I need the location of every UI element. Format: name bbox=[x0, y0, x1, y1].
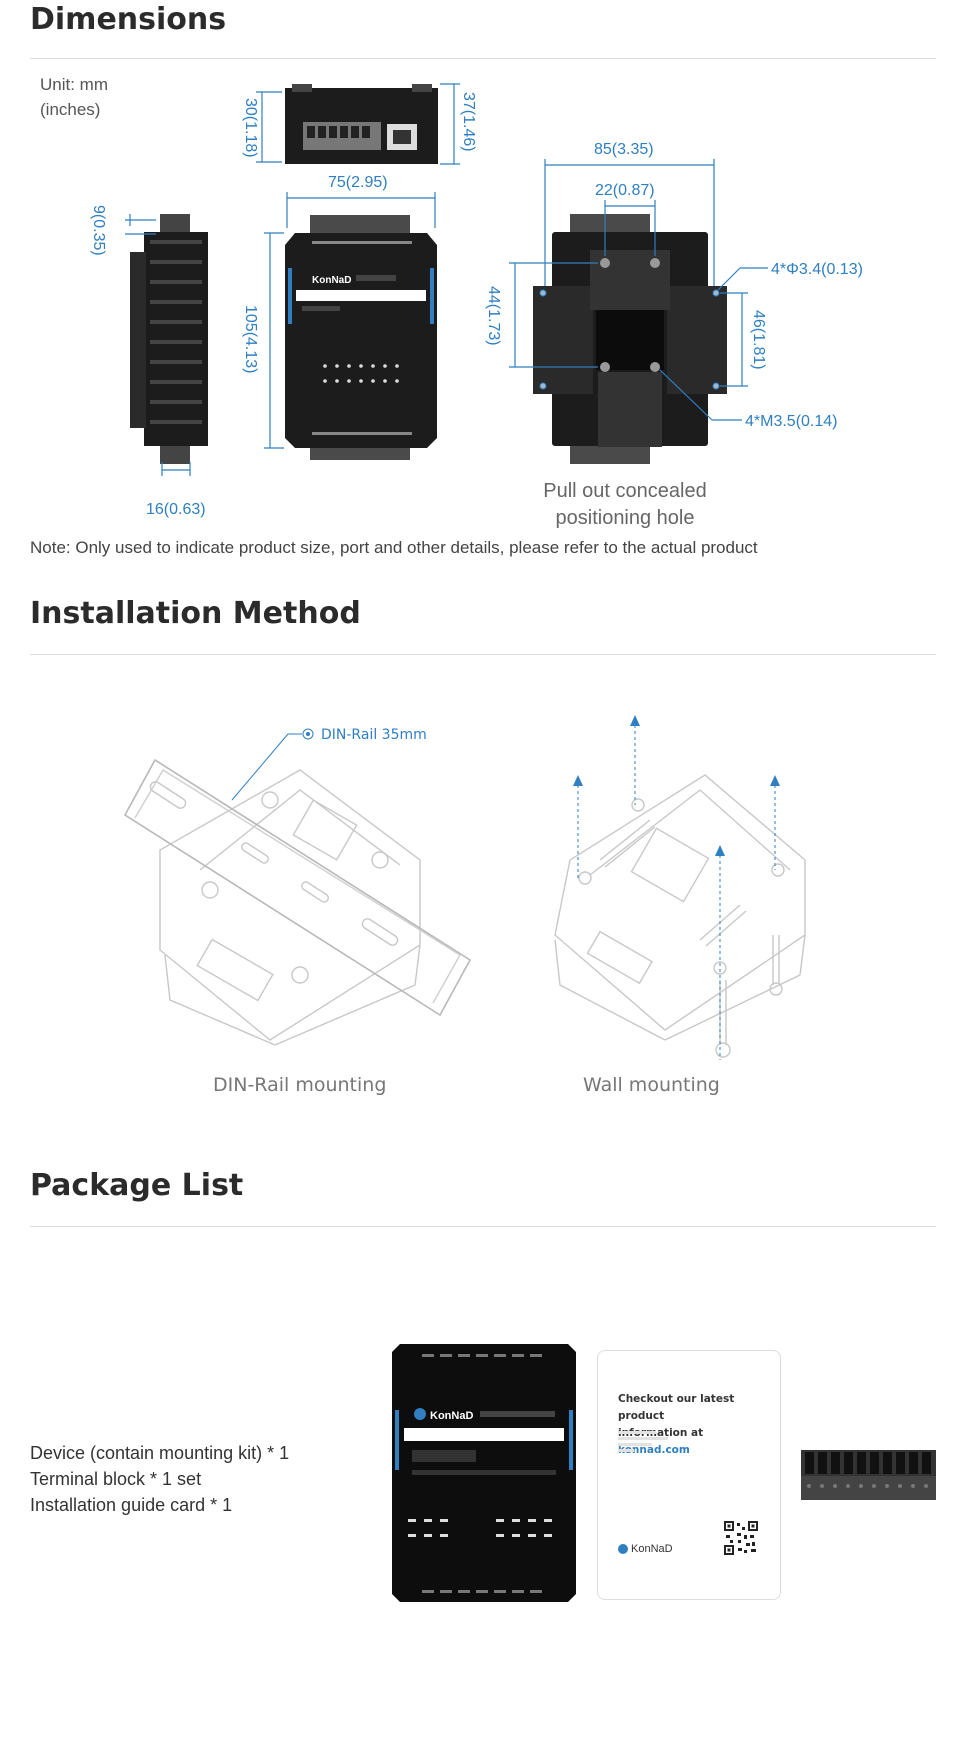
package-item: Device (contain mounting kit) * 1 bbox=[30, 1443, 290, 1463]
dimensions-note: Note: Only used to indicate product size… bbox=[30, 538, 758, 557]
top-view bbox=[285, 84, 438, 164]
din-rail-illustration bbox=[123, 758, 472, 1046]
package-heading: Package List bbox=[30, 1168, 244, 1203]
dim-side-top: 9(0.35) bbox=[90, 205, 107, 256]
dim-hole-2: 4*M3.5(0.14) bbox=[745, 413, 838, 430]
side-view bbox=[130, 214, 208, 464]
dim-height: 105(4.13) bbox=[242, 305, 259, 374]
front-view: KonNaD bbox=[285, 215, 437, 460]
dim-hole-1: 4*Φ3.4(0.13) bbox=[771, 261, 863, 278]
package-item: Installation guide card * 1 bbox=[30, 1495, 233, 1515]
guide-card: Checkout our latest product information … bbox=[597, 1350, 781, 1600]
installation-heading: Installation Method bbox=[30, 596, 361, 631]
card-logo-icon bbox=[618, 1544, 628, 1555]
unit-line-2: (inches) bbox=[40, 100, 101, 119]
terminal-block bbox=[801, 1450, 936, 1500]
package-items: Device (contain mounting kit) * 1 Termin… bbox=[30, 1440, 289, 1518]
dim-top-height-2: 37(1.46) bbox=[460, 92, 477, 152]
rear-caption: Pull out concealed positioning hole bbox=[520, 478, 730, 532]
dim-side-width: 16(0.63) bbox=[146, 501, 206, 518]
card-brand: KonNaD bbox=[631, 1543, 673, 1555]
card-link[interactable]: konnad.com bbox=[618, 1444, 690, 1456]
card-line-2-prefix: information at bbox=[618, 1427, 704, 1439]
dim-top-height: 30(1.18) bbox=[242, 98, 259, 158]
device-brand: KonNaD bbox=[430, 1410, 473, 1422]
dim-rear-width: 85(3.35) bbox=[594, 141, 654, 158]
dim-width: 75(2.95) bbox=[328, 174, 388, 191]
rear-caption-line-1: Pull out concealed bbox=[543, 480, 707, 502]
package-divider bbox=[30, 1226, 936, 1227]
wall-mount-illustration bbox=[554, 774, 806, 1058]
dimensions-heading: Dimensions bbox=[30, 2, 227, 37]
card-logo: KonNaD bbox=[618, 1543, 673, 1555]
unit-label: Unit: mm (inches) bbox=[40, 72, 108, 122]
qr-code-icon bbox=[724, 1521, 758, 1555]
din-rail-caption: DIN-Rail mounting bbox=[213, 1074, 387, 1096]
package-device: KonNaD bbox=[392, 1344, 576, 1602]
dim-rear-height-2: 46(1.81) bbox=[750, 310, 767, 370]
unit-line-1: Unit: mm bbox=[40, 75, 108, 94]
wall-caption: Wall mounting bbox=[583, 1074, 720, 1096]
dim-rear-inner: 22(0.87) bbox=[595, 182, 655, 199]
rear-caption-line-2: positioning hole bbox=[555, 507, 695, 529]
package-item: Terminal block * 1 set bbox=[30, 1469, 202, 1489]
dimensions-divider bbox=[30, 58, 936, 59]
card-line-1: Checkout our latest product bbox=[618, 1393, 735, 1422]
dimension-drawing: 30(1.18) 37(1.46) KonNaD 75(2.95) 105(4.… bbox=[90, 83, 863, 518]
front-brand: KonNaD bbox=[312, 275, 351, 286]
installation-divider bbox=[30, 654, 936, 655]
dim-rear-height: 44(1.73) bbox=[485, 286, 502, 346]
rear-view bbox=[533, 214, 727, 464]
rail-label: DIN-Rail 35mm bbox=[321, 727, 427, 743]
installation-drawing: DIN-Rail 35mm bbox=[123, 715, 806, 1060]
